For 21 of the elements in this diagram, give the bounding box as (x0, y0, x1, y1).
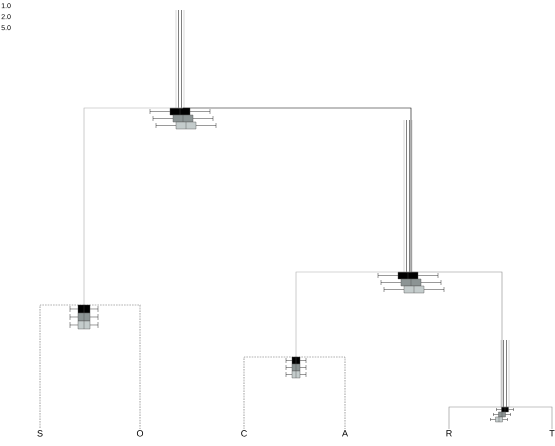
leaf-label: O (136, 430, 144, 437)
leaf-label: S (37, 430, 43, 437)
leaf-label: R (446, 430, 452, 436)
leaf-label: A (342, 430, 348, 436)
boxplot-drawing (286, 356, 306, 378)
tree-branch (296, 272, 412, 358)
boxplot-drawing (378, 120, 444, 294)
boxplot-drawing (490, 340, 514, 422)
tree-branch (410, 272, 502, 408)
tree-branch (182, 108, 412, 272)
tree-branch (40, 304, 84, 430)
boxplot-drawing (150, 10, 216, 130)
boxplot-drawing (70, 304, 98, 330)
tree-branch (448, 406, 502, 430)
leaf-label: T (549, 430, 555, 436)
tree-branch (244, 356, 296, 430)
tree-branch (84, 304, 140, 430)
tree-branch (502, 406, 552, 430)
leaf-label: C (241, 430, 247, 437)
tree-branch (296, 356, 346, 430)
tree-branch (84, 108, 184, 306)
